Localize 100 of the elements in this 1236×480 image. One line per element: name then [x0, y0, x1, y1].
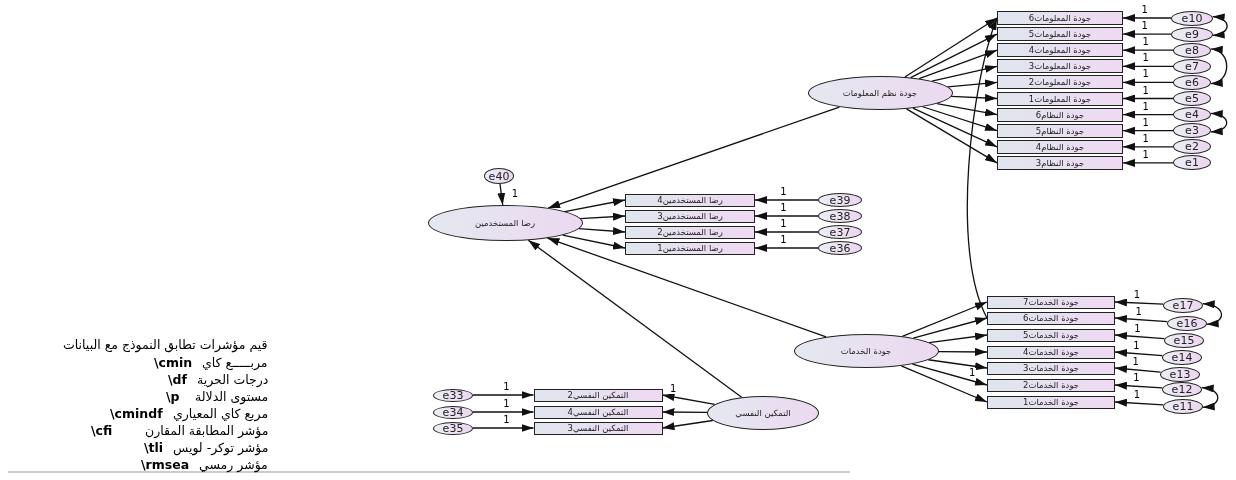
indicator-box: رضا المستخدمين4	[625, 193, 755, 207]
arrow	[927, 359, 988, 371]
arrow	[472, 424, 535, 432]
edge-label: 1	[1141, 85, 1150, 96]
heading: قيم مؤشرات تطابق النموذج مع البيانات	[63, 337, 268, 352]
double-headed-arrow	[1210, 47, 1228, 86]
error-term-ellipse: e17	[1163, 297, 1203, 313]
indicator-box: رضا المستخدمين3	[625, 209, 755, 223]
error-term-ellipse: e39	[818, 193, 862, 207]
edge-label: 1	[510, 189, 520, 200]
arrow	[754, 228, 819, 236]
arrow	[1114, 398, 1164, 407]
arrow	[1122, 30, 1172, 39]
error-term-ellipse: e6	[1173, 74, 1211, 90]
edge-label: 1	[502, 415, 511, 425]
arrow	[661, 419, 714, 431]
edge-label: 1	[502, 399, 511, 409]
indicator-box: جودة الخدمات4	[987, 345, 1115, 359]
edge-label: 1	[1141, 149, 1150, 160]
error-term-ellipse: e40	[484, 168, 514, 184]
arrow	[527, 239, 743, 398]
error-term-ellipse: e38	[818, 209, 862, 223]
double-headed-arrow	[1210, 110, 1228, 135]
indicator-box: التمكين النفسي2	[533, 388, 663, 402]
arrow	[912, 317, 988, 339]
error-term-ellipse: e10	[1171, 10, 1213, 26]
edge-label: 1	[1140, 21, 1149, 32]
arrow	[904, 17, 998, 78]
index-name: درجات الحرية	[197, 372, 269, 387]
edge-label: 1	[1141, 101, 1150, 112]
edge-label: 1	[1133, 323, 1142, 334]
arrow	[472, 408, 535, 416]
edge-label: 1	[1141, 53, 1150, 64]
edge-label: 1	[779, 235, 788, 245]
arrow	[754, 196, 819, 204]
index-name: مربـــــع كاي	[202, 355, 268, 370]
edge-label: 1	[1132, 289, 1142, 300]
indicator-box: التمكين النفسي4	[533, 405, 663, 419]
arrow	[900, 365, 988, 403]
index-name: مؤشر المطابقة المقارن	[145, 423, 269, 438]
indicator-box: جودة النظام4	[997, 139, 1123, 154]
indicator-box: جودة النظام6	[997, 107, 1123, 122]
error-term-ellipse: e33	[433, 388, 473, 402]
arrow	[546, 237, 827, 338]
error-term-ellipse: e11	[1163, 398, 1203, 414]
index-code: \p	[166, 389, 180, 404]
arrow	[905, 108, 998, 164]
error-term-ellipse: e13	[1160, 366, 1200, 382]
indicator-box: جودة النظام3	[997, 155, 1123, 170]
index-code: \cmin	[154, 355, 193, 370]
arrow	[901, 301, 988, 337]
indicator-box: جودة المعلومات3	[997, 59, 1123, 74]
arrow	[1122, 94, 1174, 103]
arrow	[1122, 62, 1174, 71]
arrow	[936, 102, 998, 117]
latent-variable-ellipse: جودة الخدمات	[793, 334, 939, 368]
double-headed-arrow	[1202, 301, 1223, 327]
index-code: \tli	[144, 440, 164, 455]
edge-label: 1	[779, 187, 788, 197]
arrow	[547, 106, 841, 209]
indicator-box: رضا المستخدمين1	[625, 241, 755, 255]
index-code: \rmsea	[141, 457, 190, 472]
index-code: \cfi	[91, 423, 113, 438]
edge-label: 1	[502, 382, 511, 392]
indicator-box: جودة النظام5	[997, 123, 1123, 138]
arrow	[966, 17, 998, 319]
index-name: مربع كاي المعياري	[173, 406, 269, 421]
arrow	[1122, 142, 1174, 151]
edge-label: 1	[779, 203, 788, 213]
indicator-box: جودة المعلومات4	[997, 43, 1123, 58]
indicator-box: جودة الخدمات2	[987, 378, 1115, 392]
indicator-box: التمكين النفسي3	[533, 421, 663, 435]
arrow	[1114, 381, 1163, 390]
error-term-ellipse: e16	[1167, 315, 1207, 331]
double-headed-arrow	[1212, 14, 1228, 38]
index-name: مستوى الدلالة	[195, 389, 269, 404]
arrow	[947, 79, 998, 88]
edge-label: 1	[1141, 133, 1150, 144]
arrow	[1114, 331, 1165, 340]
error-term-ellipse: e9	[1171, 26, 1213, 42]
error-term-ellipse: e5	[1173, 91, 1211, 106]
edge-label: 1	[668, 383, 678, 394]
arrow	[578, 227, 626, 236]
indicator-box: رضا المستخدمين2	[625, 225, 755, 239]
error-term-ellipse: e3	[1173, 123, 1211, 139]
error-term-ellipse: e37	[818, 225, 862, 239]
edge-label: 1	[1134, 306, 1143, 317]
arrow	[661, 408, 708, 417]
error-term-ellipse: e14	[1162, 349, 1202, 365]
indicator-box: جودة الخدمات3	[987, 361, 1115, 375]
edge-label: 1	[1131, 356, 1140, 367]
arrow	[928, 332, 988, 344]
arrow	[497, 183, 506, 206]
arrow	[1114, 348, 1164, 357]
error-term-ellipse: e2	[1173, 139, 1211, 155]
indicator-box: جودة المعلومات2	[997, 75, 1123, 90]
error-term-ellipse: e4	[1173, 107, 1211, 123]
indicator-box: جودة الخدمات5	[987, 328, 1115, 342]
indicator-box: جودة المعلومات1	[997, 91, 1123, 106]
index-name: مؤشر رمسي	[199, 457, 268, 472]
